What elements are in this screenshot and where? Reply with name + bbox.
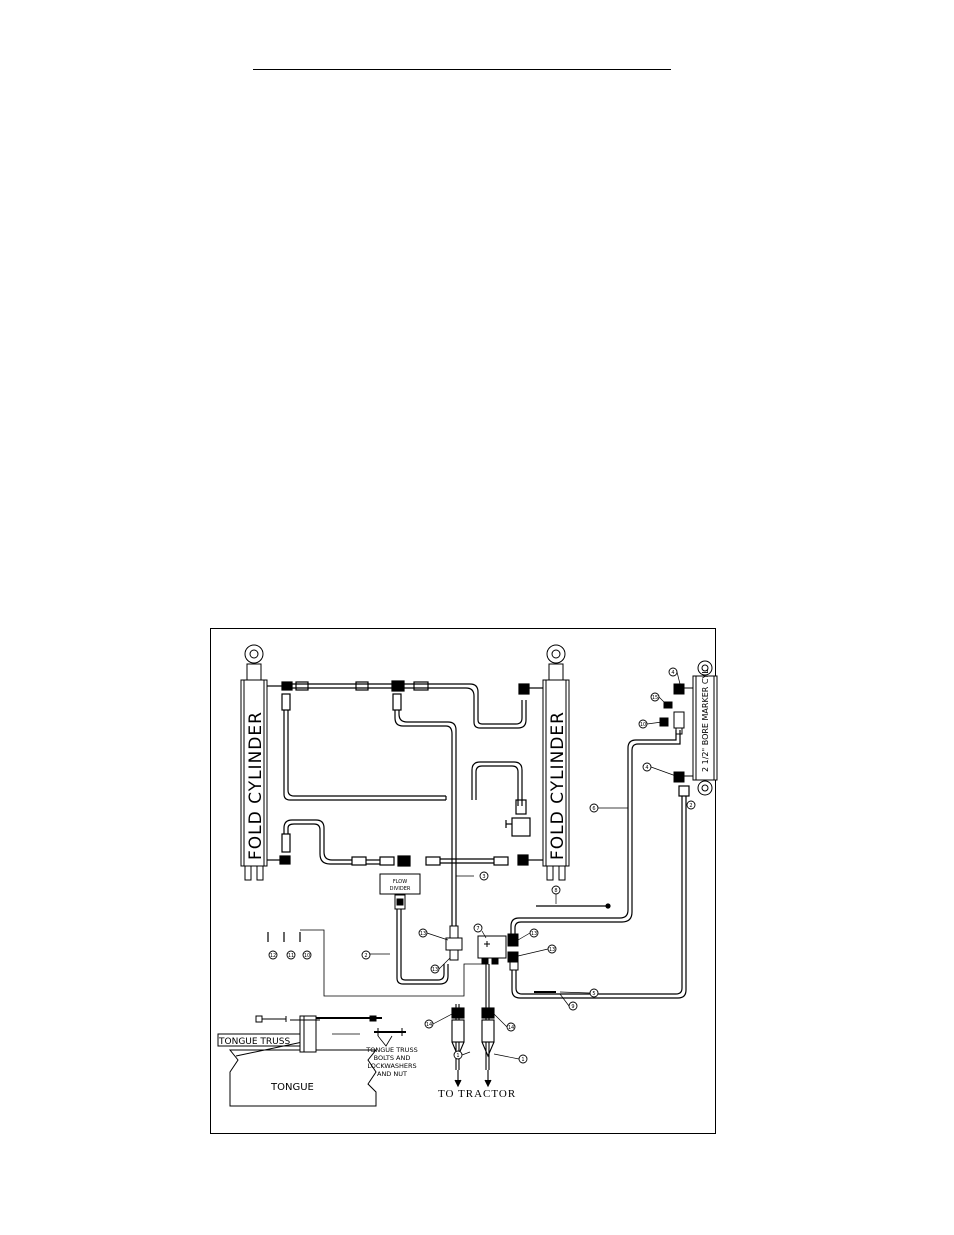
callout-10b: 10 (640, 722, 646, 728)
bolts-note-4: AND NUT (377, 1070, 407, 1078)
left-fold-cylinder (240, 644, 268, 881)
header-rule (253, 69, 671, 70)
callout-2a: 2 (364, 953, 367, 959)
upper-hose-run (267, 680, 543, 729)
callout-7: 7 (476, 926, 479, 932)
left-return-hose (281, 693, 447, 801)
right-cylinder-label: FOLD CYLINDER (548, 711, 568, 860)
callout-3: 3 (482, 874, 485, 880)
tongue-truss-label: TONGUE TRUSS (218, 1037, 290, 1047)
callout-14b: 14 (508, 1025, 514, 1031)
callout-14a: 14 (426, 1022, 432, 1028)
callout-4b: 4 (645, 765, 648, 771)
callout-8: 8 (554, 888, 557, 894)
hose-5 (511, 785, 690, 999)
marker-cylinder-label: 2 1/2" BORE MARKER CYL (701, 669, 710, 772)
callout-10a: 10 (304, 953, 310, 959)
selector-valve (300, 929, 507, 997)
callout-13b: 13 (432, 967, 438, 973)
marker-fittings (659, 683, 693, 783)
to-tractor-label: TO TRACTOR (438, 1088, 516, 1100)
tee-fitting (445, 925, 463, 961)
callout-13d: 13 (549, 947, 555, 953)
hose-6 (510, 730, 681, 934)
callout-13a: 13 (420, 931, 426, 937)
hose-3 (392, 693, 457, 926)
callout-9: 9 (571, 1004, 574, 1010)
callout-15: 15 (652, 695, 658, 701)
leader-lines (426, 671, 681, 1060)
callout-6: 6 (592, 806, 595, 812)
flow-divider-label-1: FLOW (393, 879, 407, 885)
bolts-note-2: BOLTS AND (374, 1054, 411, 1062)
tongue-label: TONGUE (270, 1082, 314, 1093)
marker-cylinder (692, 660, 718, 796)
callout-12: 12 (270, 953, 276, 959)
callout-5: 5 (592, 991, 595, 997)
right-fold-cylinder (542, 644, 570, 881)
callout-1b: 1 (521, 1057, 524, 1063)
lower-hose-run (267, 819, 543, 867)
diagram-frame (210, 628, 716, 1134)
bolts-note-1: TONGUE TRUSS (365, 1046, 417, 1054)
tongue-assembly (217, 1015, 406, 1107)
flow-divider-label-2: DIVIDER (390, 886, 411, 892)
callout-numbers: 1 1 2 2 3 4 4 5 6 7 8 9 10 10 11 12 13 1… (270, 670, 693, 1063)
bolts-note-3: LOCKWASHERS (367, 1062, 416, 1070)
callout-13c: 13 (531, 931, 537, 937)
tractor-couplers (451, 964, 495, 1088)
callout-11: 11 (288, 953, 294, 959)
flow-divider (379, 873, 421, 910)
left-cylinder-label: FOLD CYLINDER (246, 711, 266, 860)
valve-outlet-fittings (507, 933, 519, 971)
right-valve-hose (471, 761, 531, 837)
callout-2b: 2 (689, 803, 692, 809)
callout-4a: 4 (671, 670, 674, 676)
loose-parts (267, 903, 611, 993)
callout-circles (268, 667, 696, 1064)
callout-1a: 1 (456, 1053, 459, 1059)
